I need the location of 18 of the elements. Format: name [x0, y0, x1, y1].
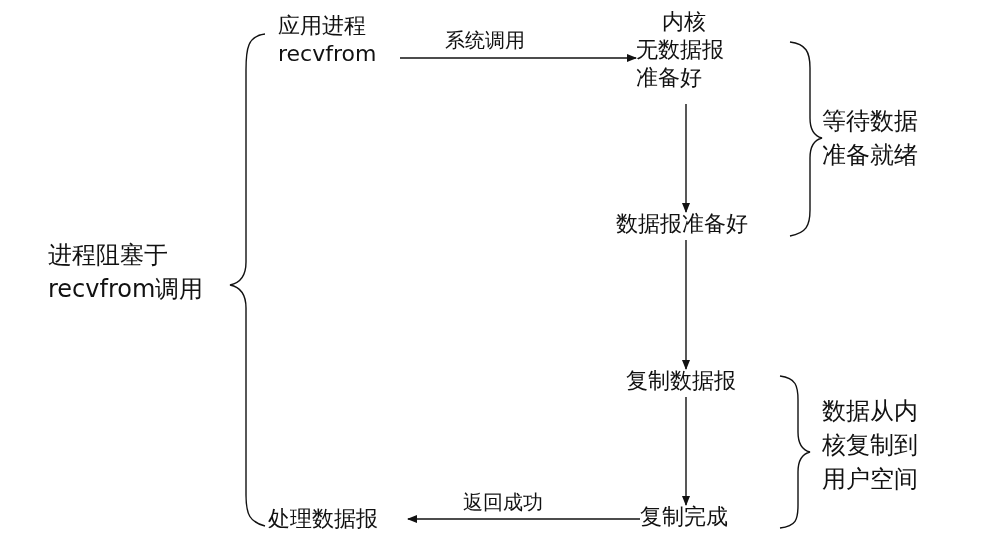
step-text: 复制数据报 — [626, 367, 736, 395]
process-label: 应用进程 — [278, 12, 367, 40]
arrow — [682, 396, 690, 506]
edge-label: 返回成功 — [463, 489, 543, 516]
brace-label: 进程阻塞于recvfrom调用 — [48, 240, 205, 305]
step-text: 处理数据报 — [268, 505, 378, 533]
step-text: 数据报准备好 — [616, 210, 748, 238]
kernel-label: 内核 — [661, 8, 707, 36]
arrow — [407, 515, 641, 523]
brace-label: 数据从内核复制到用户空间 — [822, 396, 919, 495]
function-name: recvfrom — [278, 40, 378, 68]
edge-label: 系统调用 — [445, 27, 525, 54]
arrow — [399, 54, 637, 62]
arrow — [682, 239, 690, 370]
step-text: 复制完成 — [640, 503, 728, 531]
brace-label: 等待数据准备就绪 — [822, 106, 919, 171]
arrow — [682, 103, 690, 213]
status-text: 无数据报准备好 — [636, 36, 725, 92]
